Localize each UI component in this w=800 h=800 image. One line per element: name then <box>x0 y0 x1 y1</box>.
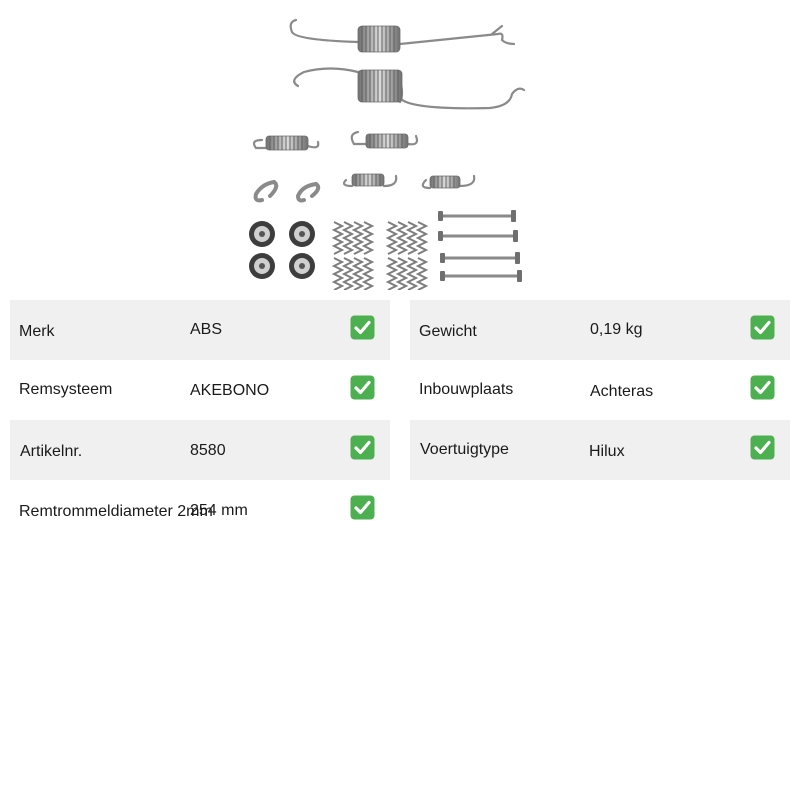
spec-label: Merk <box>19 323 55 340</box>
spec-row-voertuigtype: Voertuigtype Hilux <box>410 420 790 480</box>
checkmark-icon <box>350 435 375 460</box>
spec-value: Achteras <box>590 383 654 400</box>
spec-value: 254 mm <box>190 502 248 519</box>
brake-hardware-kit-illustration <box>249 18 526 291</box>
spec-label: Gewicht <box>419 323 477 340</box>
spec-row-merk: Merk ABS <box>10 300 390 360</box>
spec-value: 8580 <box>190 442 226 459</box>
spec-value: 0,19 kg <box>590 321 643 338</box>
spec-value: AKEBONO <box>190 382 270 399</box>
spec-row-artikelnr: Artikelnr. 8580 <box>10 420 390 480</box>
checkmark-icon <box>350 375 375 400</box>
spec-value: Hilux <box>589 443 625 460</box>
spec-label: Remsysteem <box>19 381 113 398</box>
spec-value: ABS <box>190 321 223 338</box>
checkmark-icon <box>350 495 375 520</box>
checkmark-icon <box>750 435 775 460</box>
spec-row-remsysteem: Remsysteem AKEBONO <box>10 360 390 420</box>
spec-row-remtrommeldiameter: Remtrommeldiameter 2mm 254 mm <box>10 480 390 540</box>
spec-label: Voertuigtype <box>420 441 509 458</box>
spec-row-inbouwplaats: Inbouwplaats Achteras <box>410 360 790 420</box>
product-image <box>240 10 530 291</box>
checkmark-icon <box>350 315 375 340</box>
spec-row-gewicht: Gewicht 0,19 kg <box>410 300 790 360</box>
checkmark-icon <box>750 375 775 400</box>
spec-label: Inbouwplaats <box>419 381 514 398</box>
spec-label: Remtrommeldiameter 2mm <box>19 503 213 520</box>
spec-label: Artikelnr. <box>20 443 83 460</box>
checkmark-icon <box>750 315 775 340</box>
